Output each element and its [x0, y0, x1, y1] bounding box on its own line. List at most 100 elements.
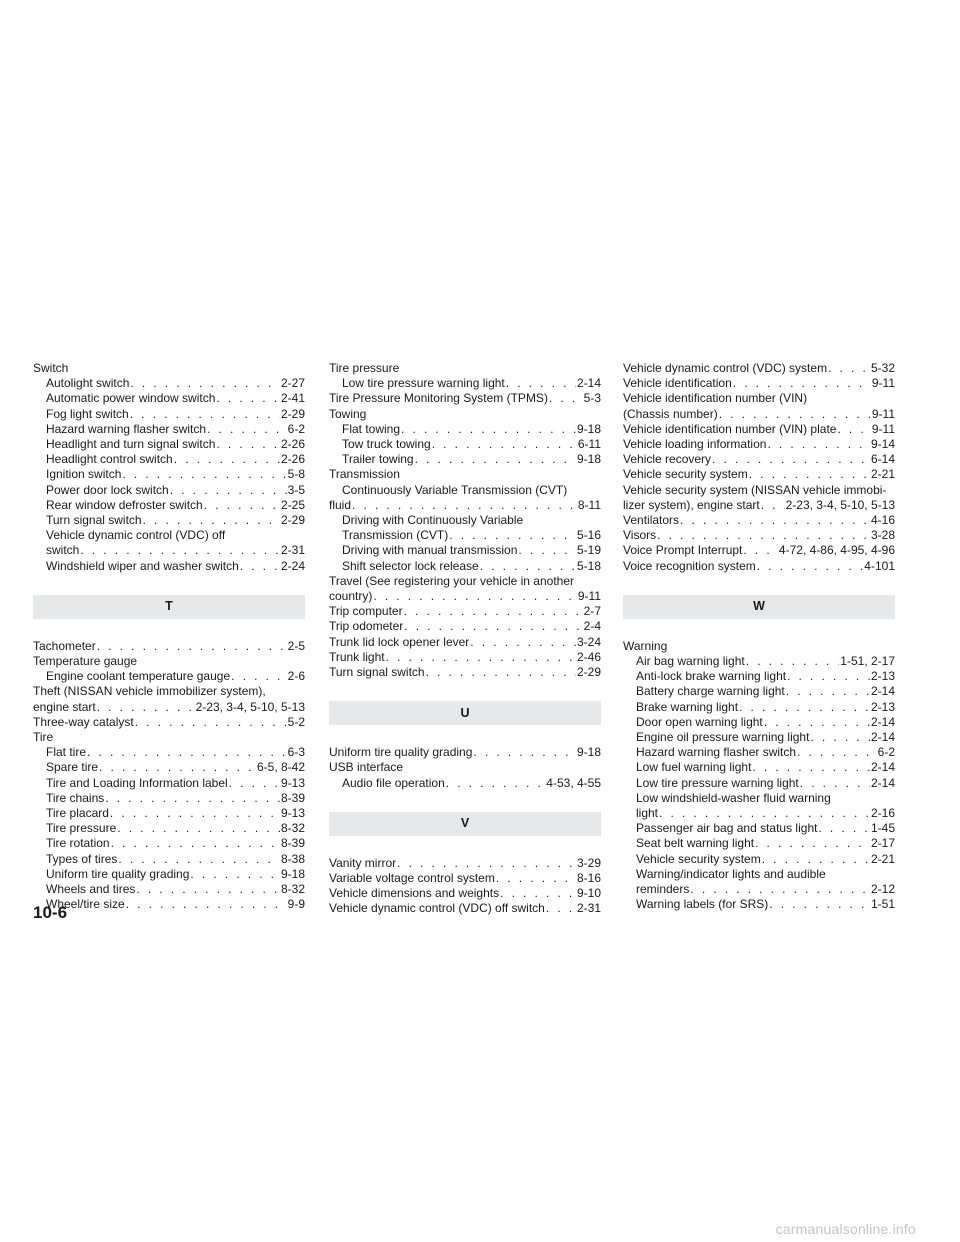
page-reference: 3-24 — [576, 634, 601, 649]
page-number: 10-6 — [33, 903, 68, 922]
index-entry-text: Trip odometer — [329, 619, 404, 634]
index-entry: Visors3-28 — [623, 528, 895, 543]
index-entry: Vehicle security system2-21 — [623, 467, 895, 482]
dot-leader — [170, 483, 287, 498]
page-reference: 2-4 — [583, 619, 601, 634]
page-reference: 9-13 — [280, 775, 305, 790]
dot-leader — [105, 791, 280, 806]
section-letter-header: W — [623, 594, 895, 619]
index-entry-text: Tachometer — [33, 638, 96, 653]
dot-leader — [818, 821, 870, 836]
index-subentry: Fog light switch2-29 — [33, 407, 305, 422]
page-reference: 3-5 — [287, 482, 305, 497]
dot-leader — [404, 619, 582, 634]
index-entry-text: Audio file operation — [342, 775, 445, 790]
index-entry-text: Battery charge warning light — [636, 684, 785, 699]
index-entry-text: Uniform tire quality grading — [329, 745, 473, 760]
index-entry-text-line: Continuously Variable Transmission (CVT) — [342, 482, 568, 497]
index-entry-text: Automatic power window switch — [46, 391, 216, 406]
page-reference: 9-10 — [576, 886, 601, 901]
index-entry: Vanity mirror3-29 — [329, 856, 601, 871]
page-reference: 4-101 — [864, 558, 895, 573]
index-column-3: Vehicle dynamic control (VDC) system5-32… — [623, 361, 895, 913]
index-subentry: Tow truck towing6-11 — [329, 437, 601, 452]
index-entry-text: Tire rotation — [46, 836, 110, 851]
dot-leader — [97, 639, 287, 654]
index-entry-text: Power door lock switch — [46, 482, 169, 497]
index-subentry: Audio file operation4-53, 4-55 — [329, 776, 601, 791]
index-entry: Vehicle dynamic control (VDC) off switch… — [329, 901, 601, 916]
index-entry-text: Wheels and tires — [46, 882, 136, 897]
dot-leader — [690, 882, 870, 897]
index-entry-text: Headlight and turn signal switch — [46, 437, 216, 452]
dot-leader — [432, 437, 577, 452]
index-subentry: Door open warning light2-14 — [623, 715, 895, 730]
index-entry-text: Temperature gauge — [33, 654, 138, 669]
index-subentry: Spare tire 6-5, 8-42 — [33, 760, 305, 775]
dot-leader — [126, 897, 287, 912]
dot-leader — [130, 376, 280, 391]
index-subentry: Hazard warning flasher switch 6-2 — [33, 422, 305, 437]
index-entry: Tire — [33, 730, 305, 745]
index-subentry: Automatic power window switch2-41 — [33, 391, 305, 406]
dot-leader — [755, 836, 870, 851]
dot-leader — [229, 776, 280, 791]
index-subentry: Wheels and tires8-32 — [33, 882, 305, 897]
index-entry-text: Spare tire — [46, 760, 99, 775]
index-subentry: Engine coolant temperature gauge2-6 — [33, 669, 305, 684]
index-entry-text: Tire and Loading Information label — [46, 775, 228, 790]
dot-leader — [231, 669, 287, 684]
index-subentry: Tire chains8-39 — [33, 791, 305, 806]
page-reference: 9-11 — [871, 421, 895, 436]
index-subentry: Warning labels (for SRS) 1-51 — [623, 897, 895, 912]
index-subentry: Tire placard9-13 — [33, 806, 305, 821]
index-entry-text: Windshield wiper and washer switch — [46, 558, 239, 573]
index-entry: Theft (NISSAN vehicle immobilizer system… — [33, 684, 305, 714]
page-reference: 2-27 — [280, 376, 305, 391]
page-reference: 2-31 — [280, 543, 305, 558]
page-reference: 6-2 — [287, 421, 305, 436]
page-reference: 2-16 — [870, 806, 895, 821]
dot-leader — [762, 852, 870, 867]
index-entry-text: switch — [46, 543, 80, 558]
index-entry-text-line: Vehicle dynamic control (VDC) off — [46, 528, 226, 543]
index-entry-text: reminders — [636, 882, 690, 897]
index-subentry: Hazard warning flasher switch6-2 — [623, 745, 895, 760]
index-subentry: Brake warning light2-13 — [623, 700, 895, 715]
index-entry-text: Air bag warning light — [636, 654, 745, 669]
index-entry-text: Vehicle dimensions and weights — [329, 886, 500, 901]
page-reference: 9-11 — [577, 589, 601, 604]
page-reference: 2-24 — [280, 558, 305, 573]
page-reference: 6-5, 8-42 — [256, 760, 305, 775]
dot-leader — [449, 528, 576, 543]
index-entry-text: Vehicle dynamic control (VDC) off switch — [329, 901, 545, 916]
dot-leader — [828, 361, 870, 376]
index-entry-text: Warning labels (for SRS) — [636, 897, 769, 912]
page-reference: 9-18 — [280, 866, 305, 881]
index-subentry: Flat towing9-18 — [329, 422, 601, 437]
page-reference: 1-51 — [870, 897, 895, 912]
page-reference: 2-14 — [870, 760, 895, 775]
dot-leader — [204, 498, 280, 513]
page-reference: 1-45 — [870, 821, 895, 836]
dot-leader — [117, 821, 280, 836]
page-reference: 9-13 — [280, 806, 305, 821]
index-entry: Travel (See registering your vehicle in … — [329, 574, 601, 604]
dot-leader — [80, 543, 280, 558]
index-entry-text: Passenger air bag and status light — [636, 821, 818, 836]
page-reference: 2-26 — [280, 437, 305, 452]
page-reference: 2-6 — [287, 669, 305, 684]
index-entry-text: Variable voltage control system — [329, 871, 495, 886]
page-reference: 8-32 — [280, 821, 305, 836]
dot-leader — [657, 528, 870, 543]
index-entry-text: Seat belt warning light — [636, 836, 755, 851]
index-entry-text: Hazard warning flasher switch — [46, 421, 207, 436]
page-reference: 8-16 — [576, 871, 601, 886]
index-entry-text: Tire Pressure Monitoring System (TPMS) — [329, 391, 548, 406]
index-entry-text: Turn signal switch — [329, 665, 425, 680]
dot-leader — [786, 684, 870, 699]
dot-leader — [352, 498, 577, 513]
index-entry-text: Door open warning light — [636, 714, 763, 729]
dot-leader — [135, 715, 287, 730]
